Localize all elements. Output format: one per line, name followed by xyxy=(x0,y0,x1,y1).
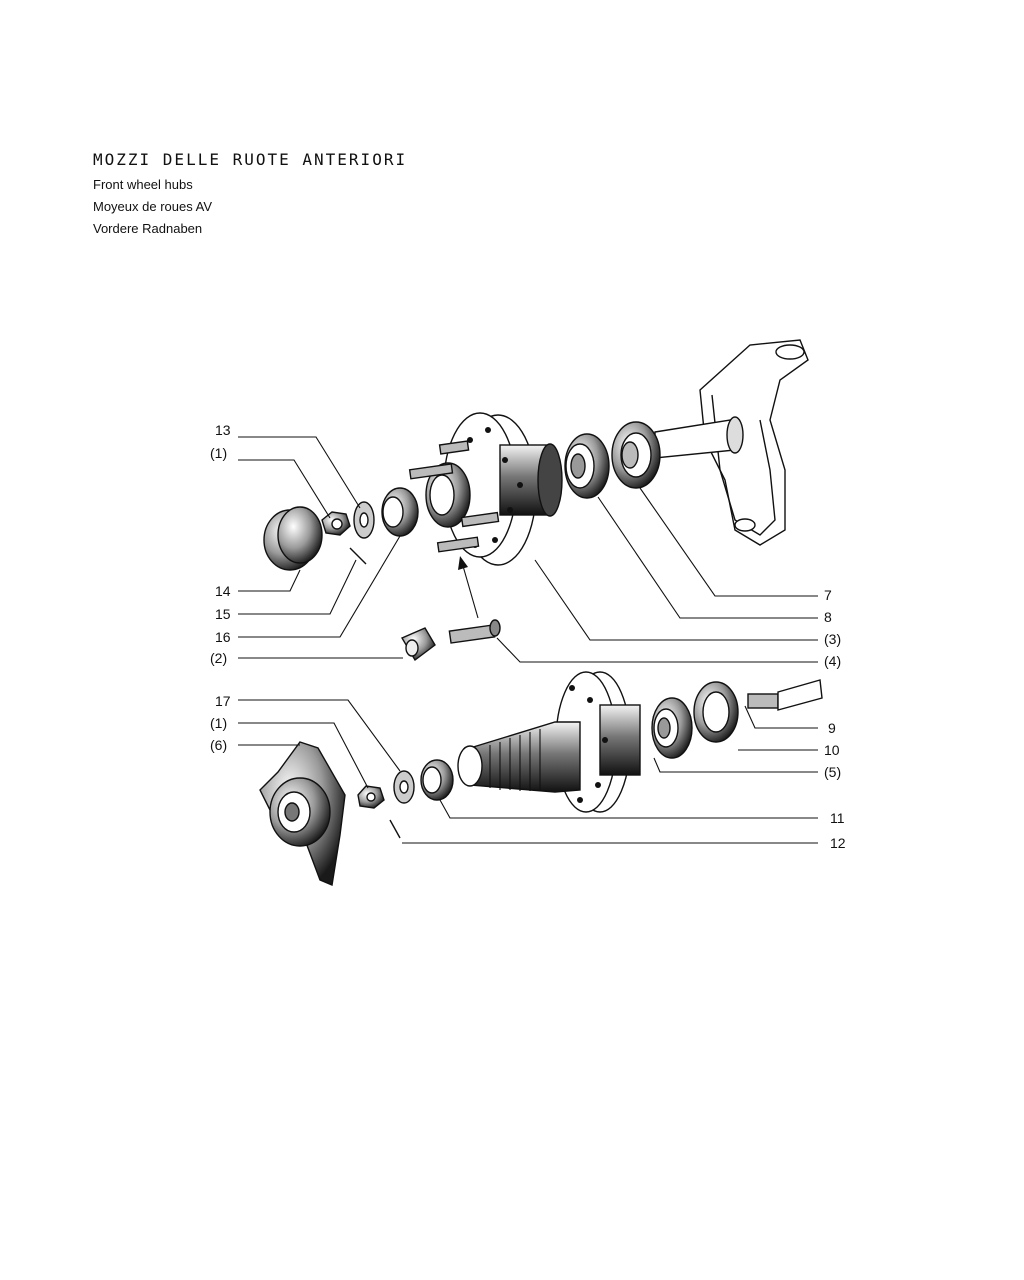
label-16: 16 xyxy=(215,629,231,645)
washer-17 xyxy=(393,770,415,804)
label-10: 10 xyxy=(824,742,840,758)
label-17: 17 xyxy=(215,693,231,709)
label-6: (6) xyxy=(210,737,227,753)
split-pin-12 xyxy=(389,819,401,839)
washer-13 xyxy=(353,501,375,539)
wheel-nut-2 xyxy=(400,627,436,662)
label-14: 14 xyxy=(215,583,231,599)
bearing-8 xyxy=(564,433,610,499)
label-5: (5) xyxy=(824,764,841,780)
leader-lines xyxy=(238,436,818,844)
stub-axle-9 xyxy=(747,679,823,711)
castle-nut-upper xyxy=(321,511,351,536)
splined-wire-wheel-hub xyxy=(457,671,641,813)
diagram-title: MOZZI DELLE RUOTE ANTERIORI xyxy=(93,150,408,169)
label-4: (4) xyxy=(824,653,841,669)
subtitle-english: Front wheel hubs xyxy=(93,177,193,192)
subtitle-french: Moyeux de roues AV xyxy=(93,199,212,214)
mounted-wheel-studs xyxy=(408,440,500,553)
callout-labels: 13 (1) 14 15 16 (2) 7 8 (3) (4) 17 (1) (… xyxy=(210,422,846,851)
label-15: 15 xyxy=(215,606,231,622)
label-13: 13 xyxy=(215,422,231,438)
subtitle-german: Vordere Radnaben xyxy=(93,221,203,236)
label-2: (2) xyxy=(210,650,227,666)
bearing-7 xyxy=(611,421,661,489)
label-1-upper: (1) xyxy=(210,445,227,461)
wheel-stud-4 xyxy=(448,619,501,644)
label-7: 7 xyxy=(824,587,832,603)
label-3: (3) xyxy=(824,631,841,647)
label-1-lower: (1) xyxy=(210,715,227,731)
assembly-arrow xyxy=(458,556,479,619)
bearing-16 xyxy=(381,487,419,537)
bearing-10 xyxy=(693,681,739,743)
title-block: MOZZI DELLE RUOTE ANTERIORI Front wheel … xyxy=(93,150,407,243)
bearing-5 xyxy=(651,697,693,759)
knock-off-spinner xyxy=(259,741,346,886)
label-11: 11 xyxy=(830,810,845,826)
hub-cap-14 xyxy=(263,506,323,571)
label-9: 9 xyxy=(828,720,836,736)
split-pin-15 xyxy=(349,547,367,565)
castle-nut-lower xyxy=(357,785,385,809)
bearing-11 xyxy=(420,759,454,801)
label-12: 12 xyxy=(830,835,846,851)
label-8: 8 xyxy=(824,609,832,625)
steering-knuckle xyxy=(654,339,809,546)
